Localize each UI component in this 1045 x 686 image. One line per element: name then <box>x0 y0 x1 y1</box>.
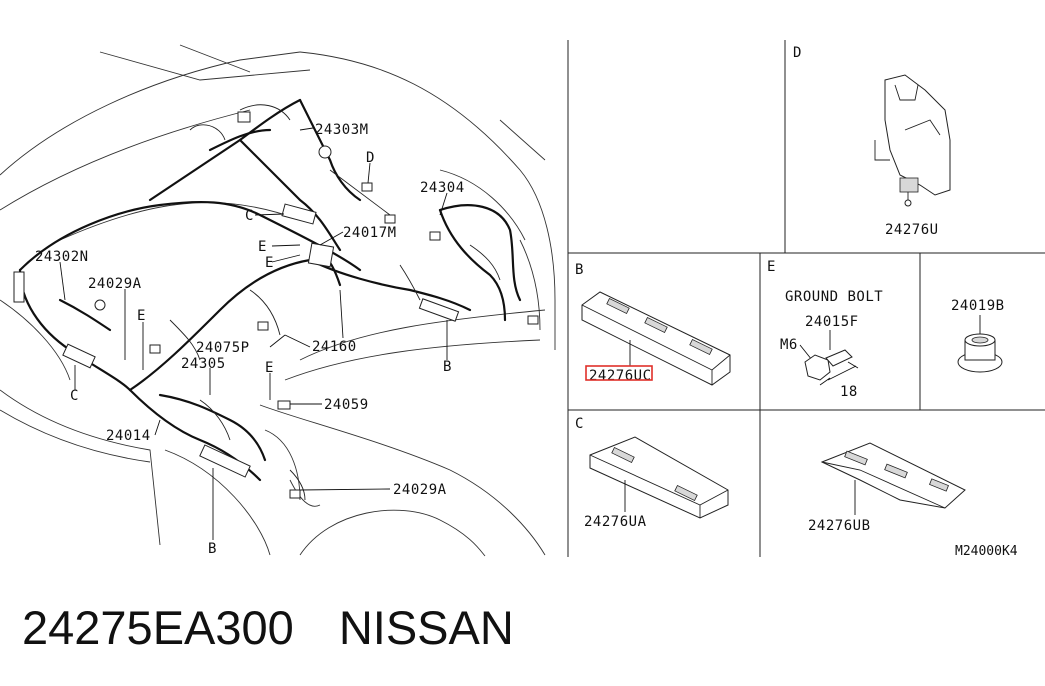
callout-24160: 24160 <box>312 339 357 355</box>
callout-b-main: B <box>443 359 452 375</box>
callout-e-3: E <box>137 308 146 324</box>
part-24276UC: 24276UC <box>589 368 652 384</box>
callout-c-top: C <box>245 208 254 224</box>
callout-24014: 24014 <box>106 428 151 444</box>
callout-24017M: 24017M <box>343 225 397 241</box>
callout-24302N: 24302N <box>35 249 89 265</box>
branch-wires <box>169 104 501 501</box>
panel-d-letter: D <box>793 45 802 61</box>
bolt-length-18: 18 <box>840 384 858 400</box>
diagram-code: M24000K4 <box>955 544 1018 559</box>
panel-e: E GROUND BOLT 24015F M6 18 <box>767 259 883 400</box>
panel-b: B 24276UC <box>575 262 731 386</box>
main-callouts: 24303M D 24304 C 24017M E E 24302N 24029… <box>35 122 465 557</box>
leader-lines <box>59 127 448 540</box>
callout-e-1: E <box>258 239 267 255</box>
panel-clip: 24019B <box>951 298 1005 373</box>
harness-connectors <box>13 111 539 499</box>
panel-d: D 24276U <box>793 45 951 238</box>
wiring-harness-diagram: 24303M D 24304 C 24017M E E 24302N 24029… <box>0 40 1045 559</box>
thread-size-m6: M6 <box>780 337 798 353</box>
callout-e-2: E <box>265 255 274 271</box>
part-24276UB: 24276UB <box>808 518 871 534</box>
callout-24305: 24305 <box>181 356 226 372</box>
part-number-caption: 24275EA300 <box>22 601 294 654</box>
part-24015F: 24015F <box>805 314 859 330</box>
callout-24304: 24304 <box>420 180 465 196</box>
panel-ub: 24276UB <box>808 442 966 534</box>
part-24019B: 24019B <box>951 298 1005 314</box>
callout-24059: 24059 <box>324 397 369 413</box>
car-body-outline <box>0 44 556 557</box>
panel-b-letter: B <box>575 262 584 278</box>
part-24276UA: 24276UA <box>584 514 647 530</box>
panel-e-letter: E <box>767 259 776 275</box>
ground-bolt-title: GROUND BOLT <box>785 289 883 305</box>
callout-24075P: 24075P <box>196 340 250 356</box>
panel-c-letter: C <box>575 416 584 432</box>
callout-24029A-left: 24029A <box>88 276 142 292</box>
callout-c-left: C <box>70 388 79 404</box>
part-24276U: 24276U <box>885 222 939 238</box>
callout-b-bottom: B <box>208 541 217 557</box>
callout-24303M: 24303M <box>315 122 369 138</box>
harness-wires <box>18 98 522 482</box>
panel-c: C 24276UA <box>575 416 729 530</box>
callout-e-4: E <box>265 360 274 376</box>
brand-caption: NISSAN <box>338 601 514 654</box>
highlight-box-24276UC <box>585 365 653 381</box>
footer-caption: 24275EA300 NISSAN <box>22 600 514 655</box>
callout-d: D <box>366 150 375 166</box>
callout-24029A-bottom: 24029A <box>393 482 447 498</box>
detail-panel-grid <box>567 40 1045 557</box>
